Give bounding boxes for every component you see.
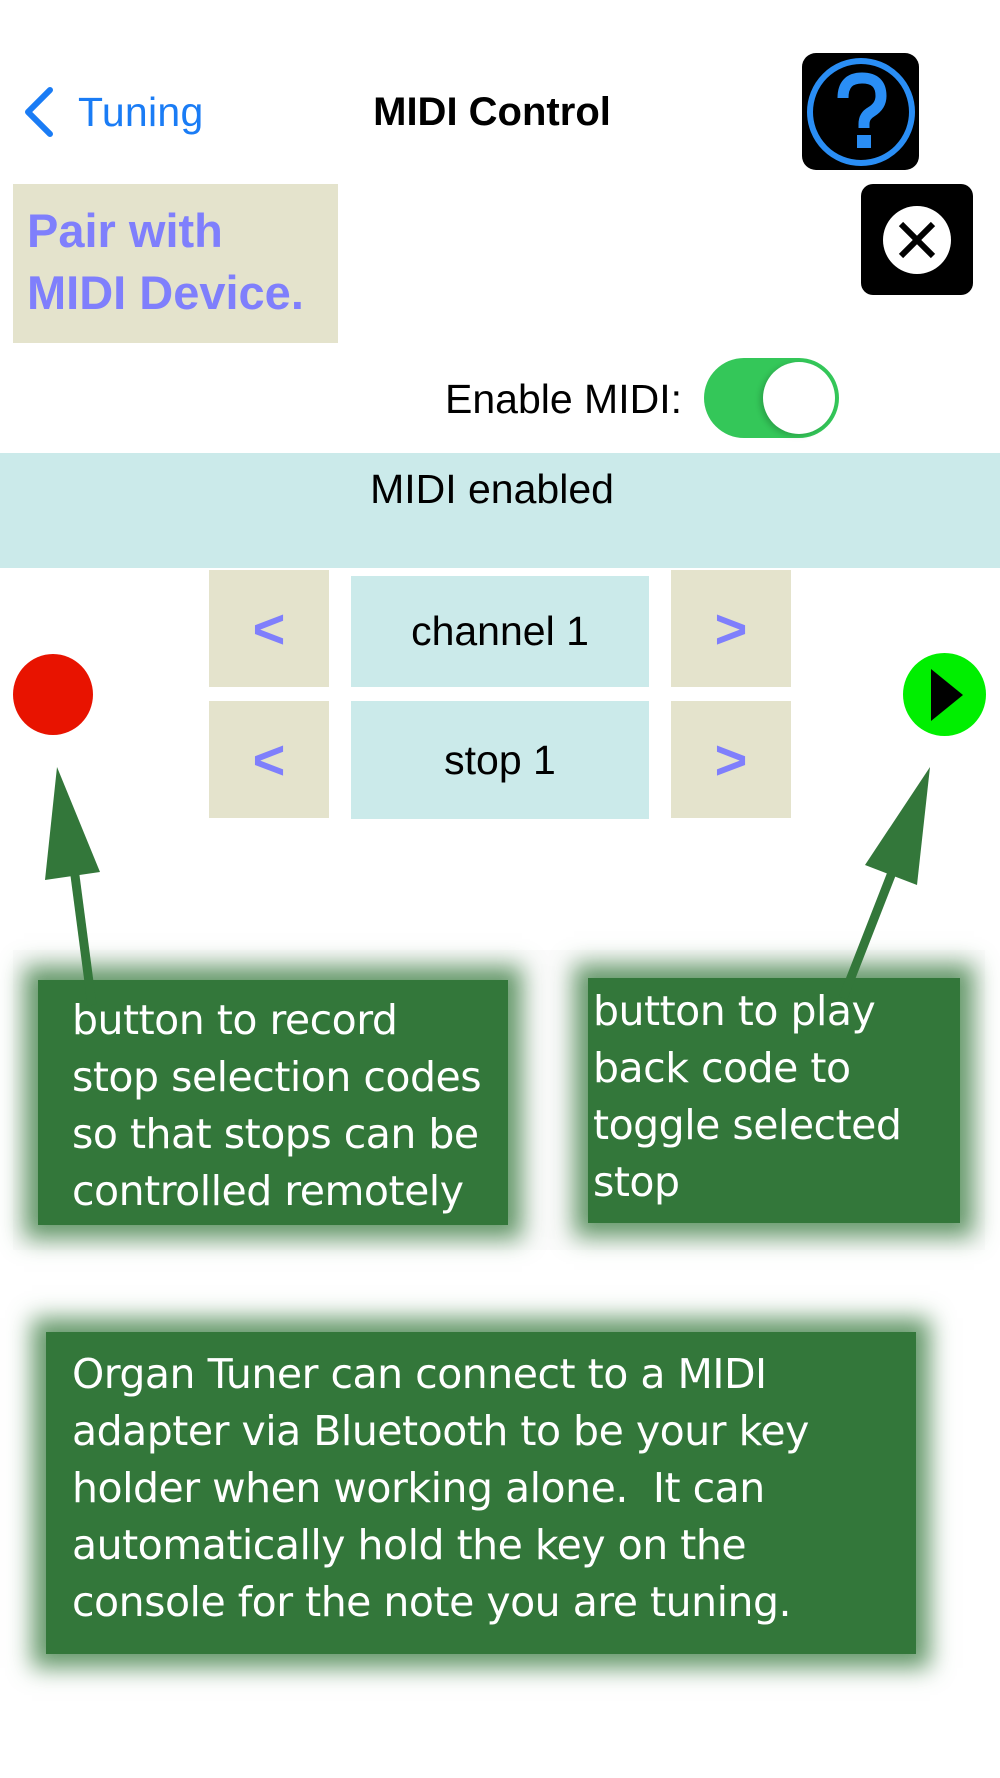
stop-value: stop 1 bbox=[351, 701, 649, 819]
status-text: MIDI enabled bbox=[370, 466, 614, 512]
back-label: Tuning bbox=[78, 88, 204, 135]
channel-value: channel 1 bbox=[351, 576, 649, 687]
pair-label-line-2: MIDI Device. bbox=[27, 266, 304, 319]
stop-prev-button[interactable]: < bbox=[209, 701, 329, 818]
x-circle-icon bbox=[883, 205, 951, 274]
info-callout-text: Organ Tuner can connect to a MIDI adapte… bbox=[72, 1350, 809, 1626]
play-button[interactable] bbox=[903, 653, 986, 736]
toggle-knob bbox=[763, 362, 835, 434]
record-callout-text: button to record stop selection codes so… bbox=[72, 996, 482, 1215]
record-button[interactable] bbox=[13, 654, 93, 735]
pair-midi-device-button[interactable]: Pair with MIDI Device. bbox=[13, 184, 338, 343]
pair-label-line-1: Pair with bbox=[27, 204, 223, 257]
play-callout-text: button to play back code to toggle selec… bbox=[593, 987, 902, 1206]
record-callout: button to record stop selection codes so… bbox=[38, 980, 508, 1225]
question-circle-icon bbox=[806, 57, 915, 166]
enable-midi-label: Enable MIDI: bbox=[445, 376, 682, 422]
stop-next-button[interactable]: > bbox=[671, 701, 791, 818]
play-icon bbox=[930, 668, 963, 721]
close-button[interactable] bbox=[861, 184, 973, 295]
help-button[interactable] bbox=[802, 53, 919, 170]
channel-next-button[interactable]: > bbox=[671, 570, 791, 687]
info-callout: Organ Tuner can connect to a MIDI adapte… bbox=[46, 1332, 916, 1654]
play-callout: button to play back code to toggle selec… bbox=[588, 978, 960, 1223]
back-button[interactable]: Tuning bbox=[22, 84, 204, 140]
chevron-left-icon bbox=[25, 87, 53, 137]
page-title: MIDI Control bbox=[373, 90, 611, 134]
channel-prev-button[interactable]: < bbox=[209, 570, 329, 687]
status-banner: MIDI enabled bbox=[0, 453, 1000, 568]
enable-midi-toggle[interactable] bbox=[704, 358, 839, 438]
